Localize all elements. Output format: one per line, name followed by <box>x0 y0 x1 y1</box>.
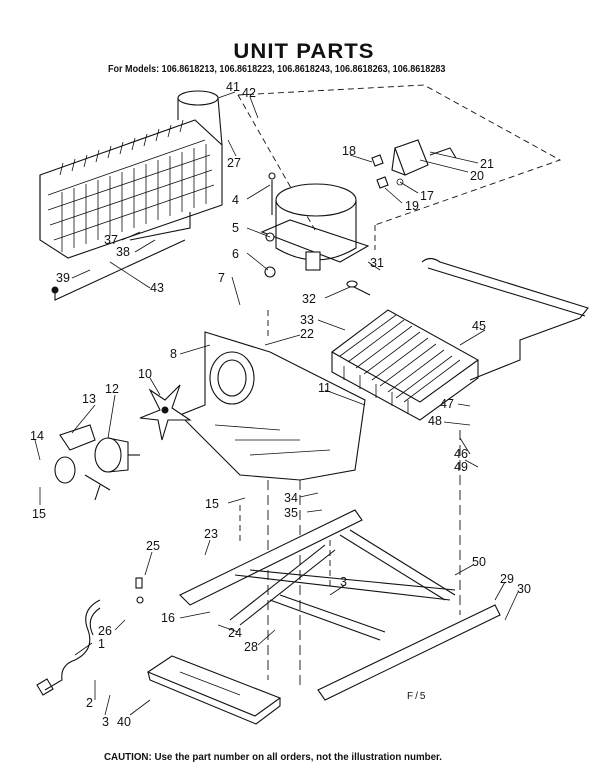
callout-39: 39 <box>56 271 70 285</box>
model-numbers: For Models: 106.8618213, 106.8618223, 10… <box>108 63 446 75</box>
condenser-coil <box>330 280 480 421</box>
callout-35: 35 <box>284 506 298 520</box>
callout-25: 25 <box>146 539 160 553</box>
callout-7: 7 <box>218 271 225 285</box>
callout-6: 6 <box>232 247 239 261</box>
callout-41: 41 <box>226 80 240 94</box>
callout-5: 5 <box>232 221 239 235</box>
callout-22: 22 <box>300 327 314 341</box>
callout-28: 28 <box>244 640 258 654</box>
callout-49: 49 <box>454 460 468 474</box>
callout-19: 19 <box>405 199 419 213</box>
relay-cover <box>371 139 457 189</box>
callout-16: 16 <box>161 611 175 625</box>
condenser-tube <box>421 257 589 381</box>
page-code: F/5 <box>407 691 428 702</box>
callout-40: 40 <box>117 715 131 729</box>
callout-15: 15 <box>205 497 219 511</box>
callout-21: 21 <box>480 157 494 171</box>
callout-20: 20 <box>470 169 484 183</box>
callout-38: 38 <box>116 245 130 259</box>
callout-32: 32 <box>302 292 316 306</box>
fan-motor <box>54 424 140 501</box>
callout-34: 34 <box>284 491 298 505</box>
callout-24: 24 <box>228 626 242 640</box>
callouts: 41 42 27 18 21 20 17 19 4 5 6 31 7 32 33… <box>30 80 531 729</box>
callout-26: 26 <box>98 624 112 638</box>
fan-shroud <box>179 331 366 481</box>
callout-2: 2 <box>86 696 93 710</box>
callout-29: 29 <box>500 572 514 586</box>
callout-46: 46 <box>454 447 468 461</box>
compressor <box>260 172 370 278</box>
evaporator-coil <box>39 90 223 301</box>
base-frame <box>179 509 501 701</box>
callout-43: 43 <box>150 281 164 295</box>
callout-45: 45 <box>472 319 486 333</box>
fan-blade <box>139 384 192 441</box>
leader-lines <box>34 91 519 716</box>
power-cord <box>36 577 144 696</box>
callout-3: 3 <box>340 575 347 589</box>
callout-13: 13 <box>82 392 96 406</box>
callout-8: 8 <box>170 347 177 361</box>
callout-1: 1 <box>98 637 105 651</box>
callout-30: 30 <box>517 582 531 596</box>
caution-note: CAUTION: Use the part number on all orde… <box>104 751 443 763</box>
callout-37: 37 <box>104 233 118 247</box>
callout-23: 23 <box>204 527 218 541</box>
callout-42: 42 <box>242 86 256 100</box>
callout-31: 31 <box>370 256 384 270</box>
callout-14: 14 <box>30 429 44 443</box>
assembly-outline <box>237 84 562 690</box>
callout-4: 4 <box>232 193 239 207</box>
callout-17: 17 <box>420 189 434 203</box>
callout-50: 50 <box>472 555 486 569</box>
callout-47: 47 <box>440 397 454 411</box>
callout-10: 10 <box>138 367 152 381</box>
callout-27: 27 <box>227 156 241 170</box>
callout-33: 33 <box>300 313 314 327</box>
callout-18: 18 <box>342 144 356 158</box>
drain-pan <box>146 655 282 725</box>
callout-12: 12 <box>105 382 119 396</box>
callout-11: 11 <box>318 381 331 395</box>
callout-3: 3 <box>102 715 109 729</box>
diagram-title: UNIT PARTS <box>233 40 375 63</box>
callout-15: 15 <box>32 507 46 521</box>
callout-48: 48 <box>428 414 442 428</box>
